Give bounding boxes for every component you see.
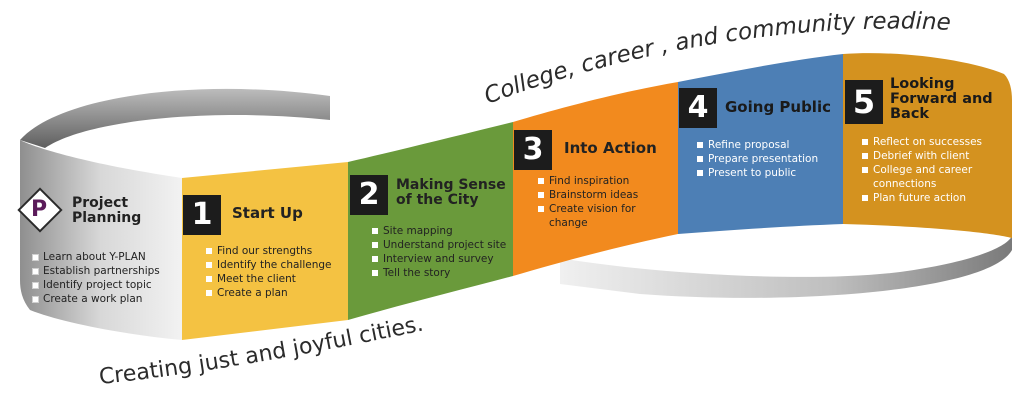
stage3-title: Into Action — [564, 139, 657, 157]
stage2-number: 2 — [350, 175, 388, 215]
list-item: Create vision for change — [538, 202, 658, 230]
list-item: Find our strengths — [206, 244, 331, 258]
stage1-band — [182, 162, 348, 340]
list-item: Understand project site — [372, 238, 506, 252]
stage1-title: Start Up — [232, 204, 303, 222]
stage3-band — [513, 82, 678, 276]
stage3-number: 3 — [514, 130, 552, 170]
stage4-band — [678, 54, 843, 234]
list-item: Brainstorm ideas — [538, 188, 658, 202]
project-planning-title: Project Planning — [72, 195, 142, 227]
stage5-number: 5 — [845, 80, 883, 124]
list-item: Site mapping — [372, 224, 506, 238]
list-item: Identify the challenge — [206, 258, 331, 272]
list-item: College and career connections — [862, 163, 1002, 191]
right-loop-back — [560, 236, 1012, 298]
project-planning-list: Learn about Y-PLAN Establish partnership… — [32, 250, 160, 306]
stage5-title: Looking Forward and Back — [890, 76, 993, 123]
list-item: Find inspiration — [538, 174, 658, 188]
stage4-title: Going Public — [725, 98, 831, 116]
stage4-number: 4 — [679, 88, 717, 128]
list-item: Plan future action — [862, 191, 1002, 205]
list-item: Tell the story — [372, 266, 506, 280]
list-item: Interview and survey — [372, 252, 506, 266]
list-item: Refine proposal — [697, 138, 818, 152]
stage2-list: Site mapping Understand project site Int… — [372, 224, 506, 280]
list-item: Prepare presentation — [697, 152, 818, 166]
stage5-list: Reflect on successes Debrief with client… — [862, 135, 1002, 205]
list-item: Reflect on successes — [862, 135, 1002, 149]
list-item: Debrief with client — [862, 149, 1002, 163]
stage2-title: Making Sense of the City — [396, 177, 506, 208]
project-planning-band — [20, 140, 182, 340]
stage4-list: Refine proposal Prepare presentation Pre… — [697, 138, 818, 180]
list-item: Create a work plan — [32, 292, 160, 306]
list-item: Create a plan — [206, 286, 331, 300]
p-logo-icon: P — [31, 197, 48, 222]
stage3-list: Find inspiration Brainstorm ideas Create… — [538, 174, 658, 230]
stage1-list: Find our strengths Identify the challeng… — [206, 244, 331, 300]
list-item: Learn about Y-PLAN — [32, 250, 160, 264]
list-item: Establish partnerships — [32, 264, 160, 278]
stage5-band — [843, 53, 1012, 239]
list-item: Identify project topic — [32, 278, 160, 292]
stage1-number: 1 — [183, 195, 221, 235]
stage2-band — [348, 122, 513, 320]
list-item: Meet the client — [206, 272, 331, 286]
list-item: Present to public — [697, 166, 818, 180]
left-loop-back — [20, 88, 330, 148]
